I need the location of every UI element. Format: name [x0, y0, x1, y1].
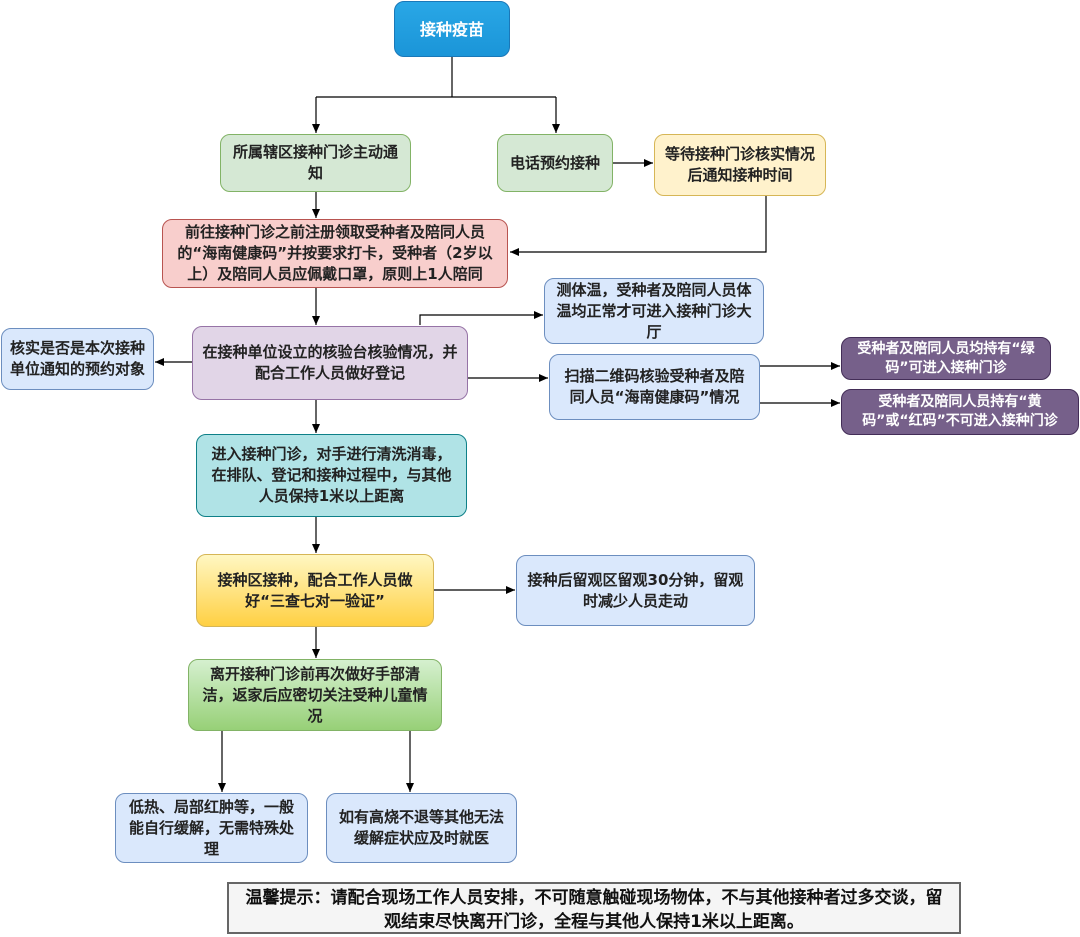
- node-check-desk: 在接种单位设立的核验台核验情况，并配合工作人员做好登记: [192, 326, 468, 400]
- node-wait: 等待接种门诊核实情况后通知接种时间: [654, 134, 826, 196]
- node-verify-target: 核实是否是本次接种单位通知的预约对象: [1, 328, 154, 390]
- node-yellow-red-code: 受种者及陪同人员持有“黄码”或“红码”不可进入接种门诊: [841, 389, 1079, 435]
- warm-tip-note: 温馨提示：请配合现场工作人员安排，不可随意触碰现场物体，不与其他接种者过多交谈，…: [227, 882, 961, 934]
- node-mild: 低热、局部红肿等，一般能自行缓解，无需特殊处理: [115, 793, 308, 863]
- edge-start-split: [316, 57, 556, 98]
- node-scan: 扫描二维码核验受种者及陪同人员“海南健康码”情况: [549, 354, 760, 420]
- node-green-code: 受种者及陪同人员均持有“绿码”可进入接种门诊: [841, 337, 1051, 380]
- node-notify: 所属辖区接种门诊主动通知: [220, 134, 411, 192]
- node-phone: 电话预约接种: [497, 134, 613, 192]
- node-start: 接种疫苗: [394, 1, 510, 57]
- node-observe: 接种后留观区留观30分钟，留观时减少人员走动: [516, 555, 755, 626]
- node-enter: 进入接种门诊，对手进行清洗消毒，在排队、登记和接种过程中，与其他人员保持1米以上…: [196, 434, 467, 517]
- edge-wait-register: [510, 196, 767, 256]
- node-register: 前往接种门诊之前注册领取受种者及陪同人员的“海南健康码”并按要求打卡，受种者（2…: [162, 219, 508, 288]
- node-temperature: 测体温，受种者及陪同人员体温均正常才可进入接种门诊大厅: [544, 278, 764, 344]
- node-leave: 离开接种门诊前再次做好手部清洁，返家后应密切关注受种儿童情况: [188, 659, 442, 731]
- edge-check-temp: [419, 311, 543, 325]
- node-severe: 如有高烧不退等其他无法缓解症状应及时就医: [326, 793, 517, 863]
- node-vaccinate: 接种区接种，配合工作人员做好“三查七对一验证”: [196, 554, 434, 627]
